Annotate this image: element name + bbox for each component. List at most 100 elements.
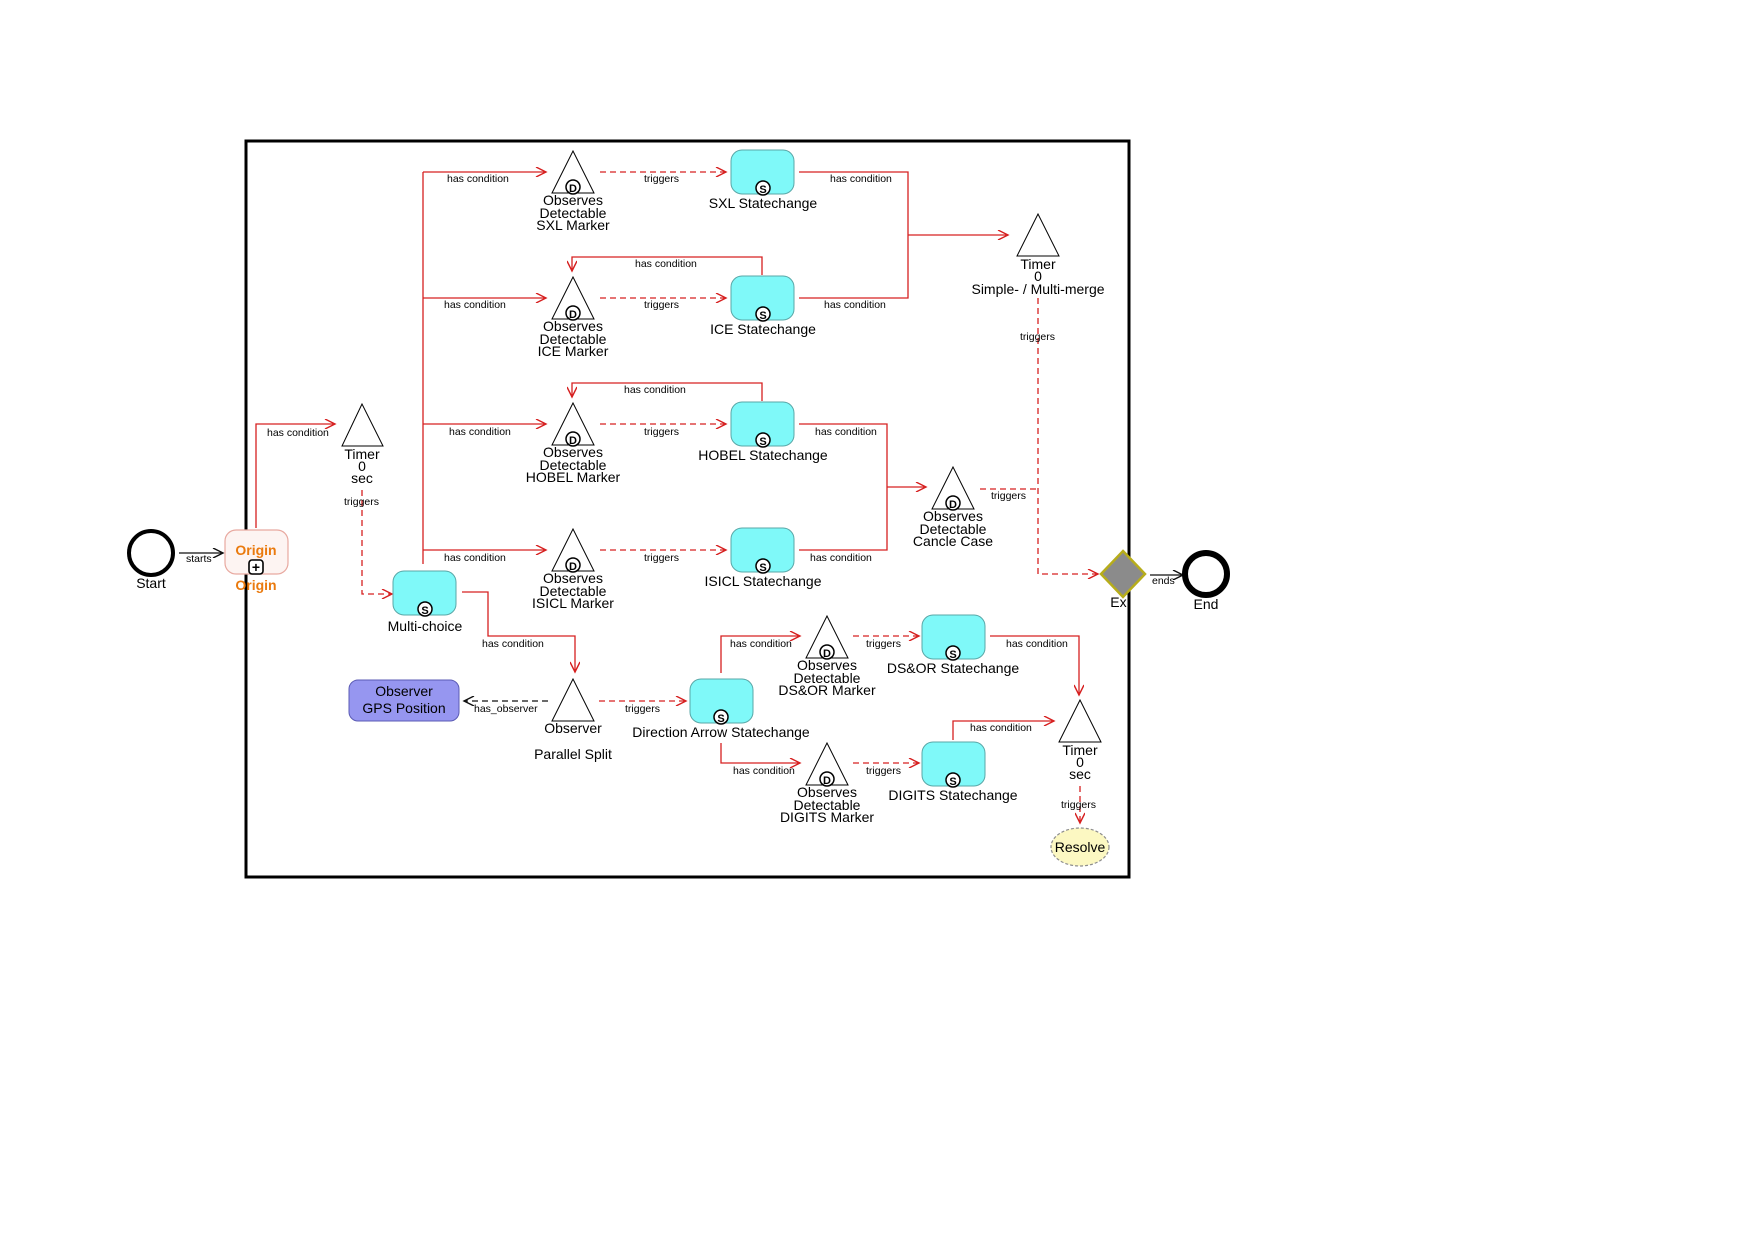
exit-gateway[interactable]: Exi <box>1099 549 1147 610</box>
detectable-dsor[interactable]: D Observes Detectable DS&OR Marker <box>778 614 876 698</box>
edge-label-triggers: triggers <box>644 552 679 564</box>
detectable-label-line1: Observes <box>797 784 857 800</box>
edge-arrow-to-dsor[interactable] <box>720 636 800 673</box>
statechange-label: Multi-choice <box>388 618 463 634</box>
timer-first-line2: 0 <box>358 458 366 474</box>
detectable-label-line2: Detectable <box>794 670 861 686</box>
statechange-digits[interactable]: S DIGITS Statechange <box>888 741 1018 803</box>
edge-origin-to-timer[interactable] <box>255 424 335 528</box>
edge-label-starts: starts <box>186 553 212 565</box>
detectable-label-line3: HOBEL Marker <box>526 469 621 485</box>
detectable-isicl[interactable]: D Observes Detectable ISICL Marker <box>532 527 614 611</box>
timer-last-line3: sec <box>1069 766 1091 782</box>
timer-last[interactable]: Timer 0 sec <box>1058 698 1102 782</box>
statechange-badge-letter: S <box>949 649 956 661</box>
statechange-label: ISICL Statechange <box>704 573 821 589</box>
detectable-digits[interactable]: D Observes Detectable DIGITS Marker <box>780 741 874 825</box>
observer-parallel-split[interactable]: Observer Parallel Split <box>534 677 612 762</box>
statechange-badge <box>755 432 771 448</box>
statechange-badge-letter: S <box>759 184 766 196</box>
edge-label-triggers: triggers <box>991 490 1026 502</box>
detectable-badge <box>945 495 961 511</box>
edge-label-has-condition: has condition <box>1006 638 1068 650</box>
statechange-badge-letter: S <box>717 713 724 725</box>
end-event[interactable]: End <box>1182 550 1230 612</box>
edge-label-has-condition: has condition <box>449 426 511 438</box>
edge-label-triggers: triggers <box>1020 331 1055 343</box>
statechange-badge <box>713 709 729 725</box>
edge-timer-triggers-multi[interactable] <box>361 490 392 594</box>
edge-dsor-to-timer[interactable] <box>990 635 1079 695</box>
edge-label-triggers: triggers <box>1061 799 1096 811</box>
statechange-sxl[interactable]: S SXL Statechange <box>709 149 818 211</box>
start-event-icon <box>127 529 175 577</box>
edge-label-has-condition: has condition <box>267 427 329 439</box>
detectable-label-line3: DS&OR Marker <box>778 682 876 698</box>
edge-label-has-condition: has condition <box>482 638 544 650</box>
detectable-hobel[interactable]: D Observes Detectable HOBEL Marker <box>526 401 621 485</box>
statechange-badge-letter: S <box>759 310 766 322</box>
detectable-label-line3: ICE Marker <box>538 343 609 359</box>
timer-last-line1: Timer <box>1062 742 1098 758</box>
detectable-label-line3: SXL Marker <box>536 217 610 233</box>
edge-label-has-condition: has condition <box>444 552 506 564</box>
observer-box-line2: GPS Position <box>362 700 445 716</box>
statechange-badge <box>755 180 771 196</box>
edge-label-has-condition: has condition <box>970 722 1032 734</box>
timer-first[interactable]: Timer 0 sec <box>341 402 384 486</box>
edge-label-has-condition: has condition <box>444 299 506 311</box>
statechange-badge <box>755 306 771 322</box>
detectable-badge-letter: D <box>569 183 577 195</box>
statechange-direction-arrow[interactable]: S Direction Arrow Statechange <box>632 678 810 740</box>
edge-multi-to-observer[interactable] <box>462 591 575 672</box>
statechange-isicl[interactable]: S ISICL Statechange <box>704 527 822 589</box>
statechange-badge <box>417 601 433 617</box>
detectable-badge <box>565 305 581 321</box>
start-event[interactable]: Start <box>127 529 175 591</box>
statechange-hobel[interactable]: S HOBEL Statechange <box>698 401 828 463</box>
statechange-ice[interactable]: S ICE Statechange <box>710 275 816 337</box>
edge-label-has-condition: has condition <box>815 426 877 438</box>
detectable-cancel-case[interactable]: D Observes Detectable Cancle Case <box>913 465 993 549</box>
edge-hobel-to-cancel[interactable] <box>799 423 888 551</box>
origin-expand-marker[interactable] <box>248 559 264 575</box>
edge-labels: starts ends has condition triggers has c… <box>186 173 1175 811</box>
observer-triangle-label: Observer <box>544 720 602 736</box>
detectable-badge <box>819 644 835 660</box>
edge-sxl-to-merge[interactable] <box>799 171 909 299</box>
detectable-label-line2: Detectable <box>540 457 607 473</box>
detectable-ice[interactable]: D Observes Detectable ICE Marker <box>538 275 609 359</box>
detectable-sxl[interactable]: D Observes Detectable SXL Marker <box>536 149 610 233</box>
detectable-label-line1: Observes <box>543 192 603 208</box>
observer-gps-position[interactable]: Observer GPS Position <box>348 679 460 722</box>
edge-label-has-condition: has condition <box>447 173 509 185</box>
timer-merge-line1: Timer <box>1020 256 1056 272</box>
detectable-label-line1: Observes <box>543 570 603 586</box>
observer-box-line1: Observer <box>375 683 433 699</box>
edge-ice-loop[interactable] <box>572 256 763 275</box>
resolve-burst-icon <box>1050 827 1110 867</box>
statechange-multi-choice[interactable]: S Multi-choice <box>388 570 463 634</box>
edge-label-triggers: triggers <box>644 173 679 185</box>
observer-triangle-icon <box>551 677 595 722</box>
timer-merge-line2: 0 <box>1034 268 1042 284</box>
end-event-icon <box>1182 550 1230 598</box>
edge-label-has-observer: has_observer <box>474 703 538 715</box>
edge-digits-to-timer[interactable] <box>952 721 1054 740</box>
edge-merge-triggers-exit[interactable] <box>1037 298 1098 574</box>
origin-top-label: Origin <box>235 542 276 558</box>
edge-label-has-condition: has condition <box>635 258 697 270</box>
edge-arrow-to-digits[interactable] <box>720 743 800 763</box>
detectable-badge-letter: D <box>949 499 957 511</box>
edge-label-triggers: triggers <box>644 426 679 438</box>
detectable-label-line2: Detectable <box>540 205 607 221</box>
edge-hobel-loop[interactable] <box>572 382 763 401</box>
edge-label-triggers: triggers <box>866 765 901 777</box>
origin-subprocess[interactable]: Origin + Origin <box>224 529 289 593</box>
statechange-dsor[interactable]: S DS&OR Statechange <box>887 614 1020 676</box>
timer-merge[interactable]: Timer 0 Simple- / Multi-merge <box>971 212 1105 297</box>
resolve-event[interactable]: Resolve <box>1050 827 1110 867</box>
timer-merge-line3: Simple- / Multi-merge <box>971 281 1104 297</box>
edge-label-triggers: triggers <box>866 638 901 650</box>
